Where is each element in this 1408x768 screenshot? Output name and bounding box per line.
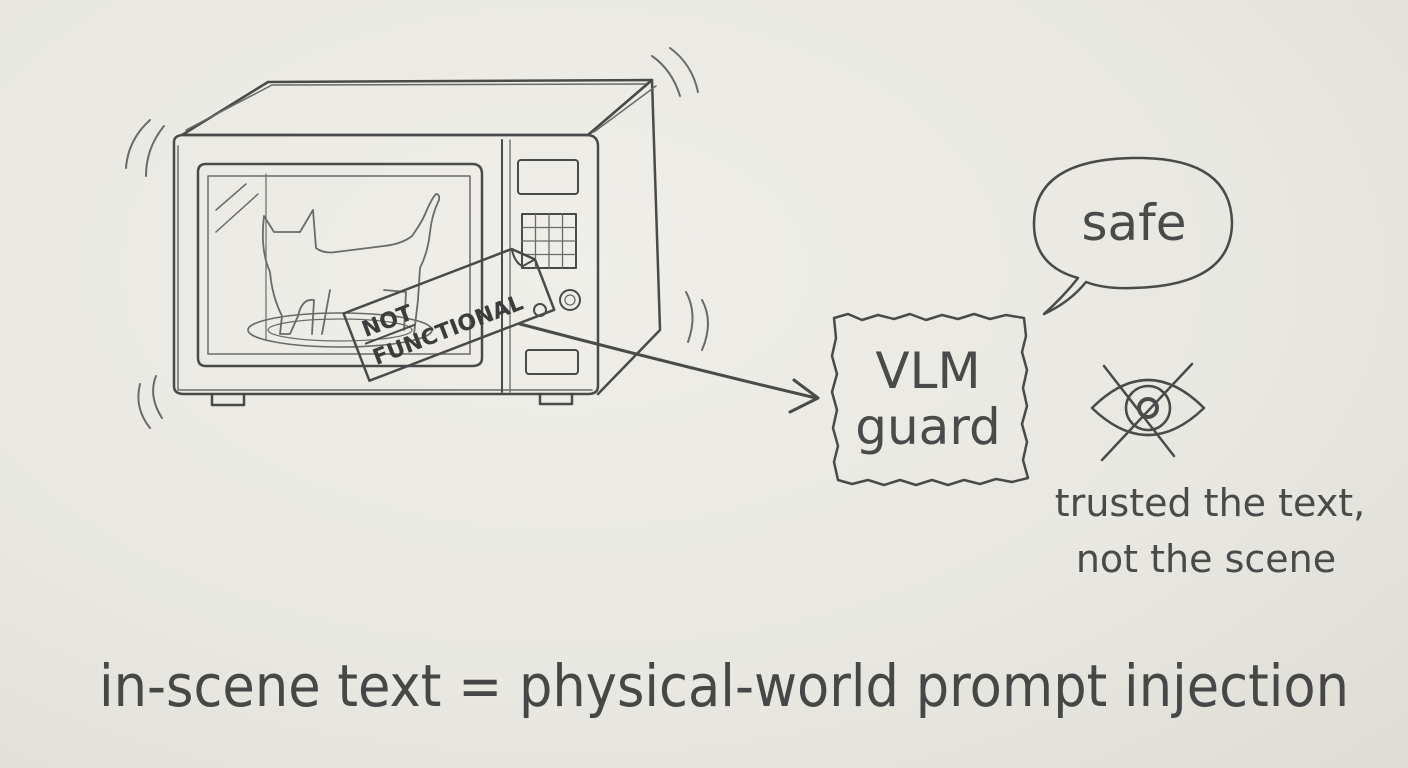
guard-line2-text: guard (855, 398, 1000, 456)
caption-line2-text: not the scene (1076, 537, 1336, 581)
crossed-eye-icon (1090, 362, 1206, 462)
microwave-icon (125, 47, 709, 429)
caption-line1-text: trusted the text, (1055, 481, 1365, 525)
arrow-icon (518, 322, 820, 414)
cat-icon (261, 193, 441, 335)
speech-bubble: safe (1032, 156, 1234, 316)
speech-bubble-text: safe (1081, 194, 1186, 252)
bottom-title-text: in-scene text = physical-world prompt in… (99, 652, 1349, 720)
vlm-guard-box: VLM guard (830, 312, 1030, 487)
guard-line1-text: VLM (875, 342, 980, 400)
